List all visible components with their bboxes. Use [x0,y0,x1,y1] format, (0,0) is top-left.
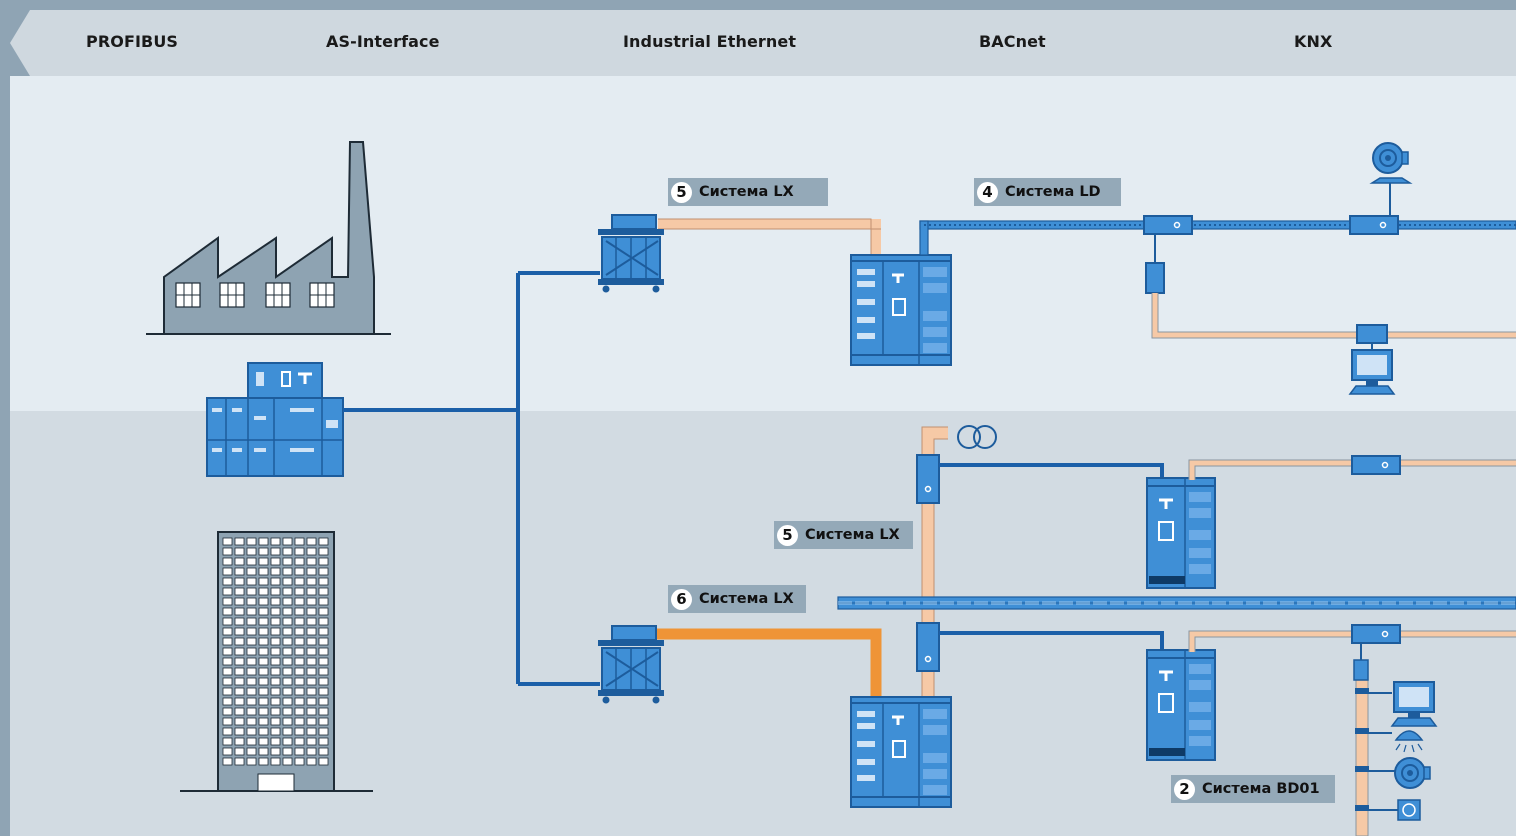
system-tag-ld: 4 Система LD [974,178,1121,206]
transformer-symbol [957,425,997,449]
tag-number: 2 [1174,778,1195,800]
tag-text: Система LX [699,184,794,200]
protocol-industrial-ethernet: Industrial Ethernet [623,32,797,51]
factory-icon [146,141,391,335]
subdistribution-upper [1145,476,1217,590]
protocol-as-interface: AS-Interface [326,32,440,51]
switchboard-upper [849,253,953,367]
riser-tap-lower [916,622,940,672]
network-cable [343,271,600,686]
protocol-knx: KNX [1294,32,1333,51]
tap-box-ld [1143,215,1193,235]
system-tag-lx-upper: 5 Система LX [668,178,828,206]
subdistribution-lower [1145,648,1217,762]
protocol-bacnet: BACnet [979,32,1046,51]
busway-bd01-horizontal [837,596,1516,610]
socket-icon [1397,799,1421,821]
system-tag-lx-lower: 6 Система LX [668,585,806,613]
tap-box-right-upper [1351,455,1401,475]
busway-lx-orange [655,628,882,700]
busway-lx-upper [658,219,881,258]
riser-tap-upper [916,454,940,504]
tag-text: Система LD [1005,184,1101,200]
system-tag-bd01: 2 Система BD01 [1171,775,1335,803]
system-tag-lx-riser: 5 Система LX [774,521,913,549]
office-building-icon [180,531,373,792]
computer-icon [1349,349,1395,395]
main-switchboard [206,362,344,477]
protocol-band [10,10,1516,76]
busway-ld [919,220,1516,256]
computer-icon-small [1391,681,1437,727]
upper-zone [10,76,1516,411]
tag-number: 6 [671,588,692,610]
feed-cables [939,463,1164,652]
tap-box-right-lower [1351,624,1401,644]
tag-number: 4 [977,181,998,203]
tag-text: Система BD01 [1202,781,1320,797]
tag-text: Система LX [805,527,900,543]
tap-box-motor [1349,215,1399,235]
motor-icon-upper [1369,142,1413,216]
tag-number: 5 [671,181,692,203]
tag-number: 5 [777,524,798,546]
switchboard-lower [849,695,953,809]
control-module [1145,262,1165,294]
protocol-profibus: PROFIBUS [86,32,179,51]
tag-text: Система LX [699,591,794,607]
lamp-icon [1394,730,1424,753]
device-riser [1353,643,1398,836]
